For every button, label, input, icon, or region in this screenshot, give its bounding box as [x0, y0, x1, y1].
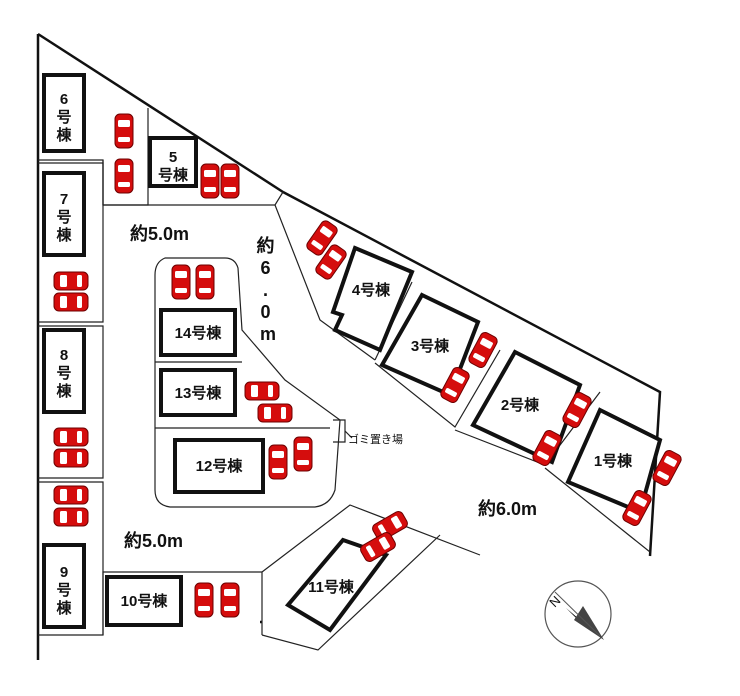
car: [171, 264, 191, 300]
label-b13: 13号棟: [175, 384, 223, 402]
car: [257, 403, 293, 423]
road-center-char-1: 約: [256, 235, 274, 256]
car: [244, 381, 280, 401]
road-width-center-vertical: 約 6 . 0 m: [256, 235, 279, 344]
center-block: [154, 257, 341, 508]
car: [53, 427, 89, 447]
road-center-char-4: 0: [260, 302, 270, 322]
building-5: [148, 136, 198, 188]
car: [53, 485, 89, 505]
label-b1: 1号棟: [594, 452, 633, 470]
car: [293, 436, 313, 472]
left-lots: [38, 108, 284, 636]
building-4: [330, 245, 415, 353]
building-8: [42, 328, 86, 414]
bottom-lots: [102, 504, 481, 651]
road-width-bottom: 約5.0m: [124, 530, 183, 551]
road-center-char-5: m: [260, 324, 276, 344]
garbage-label: ゴミ置き場: [348, 432, 403, 446]
car: [220, 582, 240, 618]
building-6: [42, 73, 86, 153]
building-7: [42, 171, 86, 257]
building-10: [105, 575, 183, 627]
road-width-right: 約6.0m: [478, 498, 537, 519]
label-b12: 12号棟: [196, 457, 244, 475]
label-b4: 4号棟: [352, 281, 391, 299]
site-boundary: [36, 32, 662, 660]
car: [53, 507, 89, 527]
car: [53, 292, 89, 312]
building-12: [173, 438, 265, 494]
car: [114, 113, 134, 149]
building-9: [42, 543, 86, 629]
road-width-top: 約5.0m: [130, 223, 189, 244]
compass-icon: N: [544, 580, 612, 648]
label-b10: 10号棟: [121, 592, 169, 610]
road-center-char-2: 6: [260, 258, 270, 278]
car: [268, 444, 288, 480]
label-b3: 3号棟: [411, 337, 450, 355]
car: [114, 158, 134, 194]
buildings: [42, 73, 663, 633]
building-14: [159, 308, 237, 357]
car: [200, 163, 220, 199]
car: [220, 163, 240, 199]
road-center-char-3: .: [263, 280, 268, 300]
car: [195, 264, 215, 300]
road-labels: 約5.0m 約5.0m 約6.0m 約 6 . 0 m: [124, 223, 537, 551]
car: [194, 582, 214, 618]
label-b2: 2号棟: [501, 396, 540, 414]
garbage-area: ゴミ置き場: [333, 419, 403, 446]
label-b11: 11号棟: [308, 578, 355, 596]
label-b14: 14号棟: [175, 324, 223, 342]
car: [53, 271, 89, 291]
building-13: [159, 368, 237, 417]
car: [53, 448, 89, 468]
